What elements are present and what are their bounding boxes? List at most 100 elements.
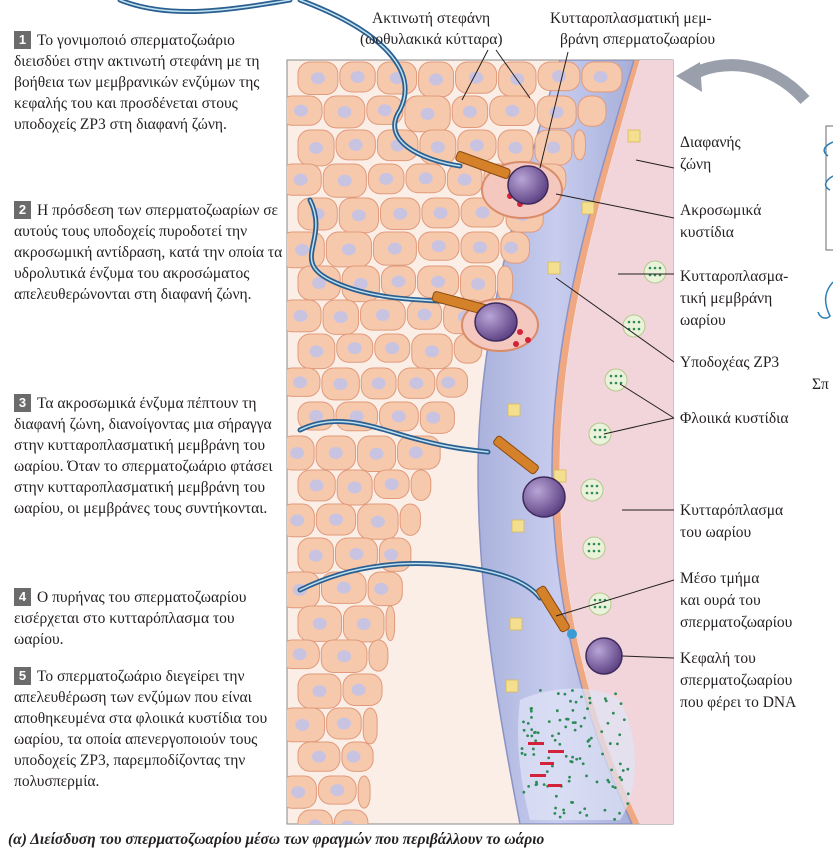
follicle-cell bbox=[360, 367, 397, 400]
enzyme-dot bbox=[522, 720, 525, 724]
enzyme-dot bbox=[608, 742, 612, 745]
follicle-cell bbox=[497, 129, 534, 166]
follicle-cell bbox=[315, 503, 357, 536]
follicle-cell bbox=[385, 605, 396, 642]
cortical-vesicle bbox=[582, 536, 606, 560]
enzyme-dot bbox=[542, 783, 546, 787]
vesicle-granule bbox=[593, 435, 597, 439]
follicle-cell bbox=[581, 61, 623, 93]
step-text: Η πρόσδεση των σπερματοζωαρίων σε αυτούς… bbox=[14, 202, 283, 303]
follicle-cell bbox=[374, 333, 411, 363]
enzyme-dot bbox=[553, 738, 557, 742]
enzyme-dot bbox=[550, 734, 554, 738]
enzyme-dot bbox=[621, 769, 625, 772]
vesicle-granule bbox=[598, 435, 602, 439]
follicle-cell bbox=[287, 707, 326, 743]
follicle-cell bbox=[368, 639, 389, 672]
vesicle-granule bbox=[597, 542, 601, 546]
vesicle-granule bbox=[603, 605, 607, 609]
enzyme-dot bbox=[616, 742, 619, 746]
follicle-cell bbox=[322, 299, 360, 335]
follicle-cell bbox=[323, 95, 366, 129]
enzyme-dot bbox=[580, 695, 583, 699]
vesicle-granule bbox=[585, 491, 589, 495]
follicle-cell bbox=[497, 265, 514, 302]
follicle-cell bbox=[380, 197, 421, 231]
step-text: Ο πυρήνας του σπερματοζωαρίου εισέρχεται… bbox=[14, 589, 247, 648]
vesicle-granule bbox=[637, 320, 641, 324]
enzyme-dot bbox=[568, 775, 571, 779]
follicle-cell bbox=[338, 197, 380, 234]
vesicle-granule bbox=[587, 542, 591, 546]
follicle-cell bbox=[287, 163, 322, 196]
enzyme-dot bbox=[563, 692, 567, 696]
enzyme-dot bbox=[613, 786, 617, 790]
cortical-vesicle bbox=[604, 368, 628, 392]
follicle-cell bbox=[297, 605, 342, 642]
sperm-4 bbox=[536, 585, 577, 639]
enzyme-dot bbox=[611, 711, 615, 715]
cortical-vesicles bbox=[580, 260, 667, 616]
enzyme-dot bbox=[550, 764, 554, 768]
enzyme-dot bbox=[529, 709, 533, 713]
follicle-cell bbox=[357, 435, 397, 472]
enzyme-dot bbox=[588, 696, 592, 700]
enzyme-dot bbox=[530, 734, 534, 738]
follicle-cell bbox=[410, 469, 432, 501]
enzyme-dot bbox=[569, 699, 572, 703]
follicle-cell bbox=[342, 605, 385, 643]
enzyme-dot bbox=[610, 768, 613, 772]
enzyme-dot bbox=[585, 774, 588, 778]
label-midpiece: Μέσο τμήμα bbox=[680, 570, 760, 587]
inset-fragment bbox=[817, 125, 833, 319]
follicle-cell bbox=[455, 61, 498, 94]
enzyme-dot bbox=[564, 725, 568, 729]
vesicle-granule bbox=[598, 428, 602, 432]
follicle-cell bbox=[321, 367, 360, 401]
enzyme-dot bbox=[532, 753, 536, 756]
egg-cytoplasm bbox=[560, 60, 673, 824]
enzyme-dot bbox=[600, 730, 604, 733]
enzyme-dot bbox=[571, 708, 575, 712]
label-cortical: Φλοιικά κυστίδια bbox=[680, 410, 789, 427]
enzyme-dot bbox=[606, 778, 610, 782]
vesicle-granule bbox=[598, 605, 602, 609]
follicle-cell bbox=[421, 197, 460, 229]
enzyme-dot bbox=[520, 751, 524, 755]
enzyme-dot bbox=[547, 720, 551, 724]
follicle-cell bbox=[451, 95, 489, 129]
enzyme-dot bbox=[569, 760, 573, 763]
follicle-cell bbox=[297, 61, 339, 95]
sperm-2 bbox=[431, 291, 539, 352]
follicle-cell bbox=[297, 741, 341, 772]
vesicle-granule bbox=[658, 266, 662, 270]
follicle-cell bbox=[417, 265, 460, 299]
enzyme-dot bbox=[571, 755, 575, 759]
leader-lines bbox=[461, 49, 675, 659]
enzyme-dot bbox=[557, 732, 561, 736]
label-corona-sub: (ωοθυλακικά κύτταρα) bbox=[360, 31, 503, 48]
enzyme-dot bbox=[531, 747, 535, 751]
enzyme-dot bbox=[585, 814, 589, 817]
follicle-cell bbox=[297, 809, 333, 824]
label-head-2: σπερματοζωαρίου bbox=[680, 672, 793, 689]
enzyme-dot bbox=[530, 715, 533, 719]
follicle-cell bbox=[378, 401, 419, 432]
step-number: 1 bbox=[14, 31, 31, 49]
follicle-cell bbox=[577, 95, 607, 127]
follicle-cell bbox=[500, 231, 530, 264]
enzyme-dot bbox=[574, 700, 578, 704]
enzyme-dot bbox=[578, 757, 582, 760]
label-egg-membrane-3: ωαρίου bbox=[680, 312, 726, 329]
follicle-cell bbox=[334, 537, 378, 571]
step-number: 2 bbox=[14, 201, 31, 219]
enzyme-dot bbox=[530, 728, 534, 732]
enzyme-dot bbox=[579, 724, 583, 728]
label-acrosomal: Ακροσωμικά bbox=[680, 202, 762, 219]
follicle-cell bbox=[297, 537, 334, 574]
vesicle-granule bbox=[595, 484, 599, 488]
follicle-cell bbox=[287, 95, 323, 126]
follicle-cell bbox=[335, 129, 376, 161]
